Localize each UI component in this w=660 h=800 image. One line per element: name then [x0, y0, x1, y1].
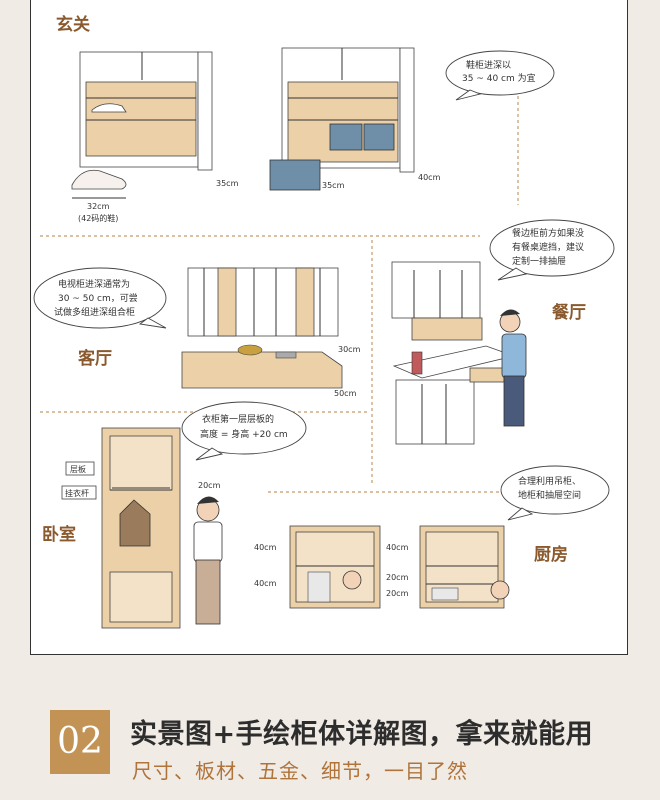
storage-box — [269, 159, 321, 191]
dining-title: 餐厅 — [552, 302, 586, 323]
kitchen-dim-l1: 40cm — [254, 543, 277, 552]
kitchen-cabinet-right — [419, 525, 510, 609]
kitchen-title: 厨房 — [534, 544, 568, 565]
living-bubble-line2: 30 ~ 50 cm，可尝 — [58, 292, 138, 304]
bedroom-speech-bubble — [181, 401, 307, 461]
kitchen-dim-l2: 40cm — [254, 579, 277, 588]
wardrobe — [101, 427, 181, 629]
sideboard — [391, 261, 516, 445]
entry-depth-3: 40cm — [418, 173, 441, 182]
rod-tag — [61, 485, 97, 500]
tv-cabinet — [181, 267, 343, 389]
kitchen-speech-bubble — [500, 465, 610, 521]
bedroom-bubble-line2: 高度 = 身高 +20 cm — [200, 428, 288, 440]
shelf-tag-label: 层板 — [70, 464, 86, 474]
man-figure-bedroom — [193, 496, 223, 625]
living-bubble-line1: 电视柜进深通常为 — [58, 278, 130, 290]
dining-speech-bubble — [489, 219, 615, 281]
rod-tag-label: 挂衣杆 — [65, 488, 89, 498]
living-speech-bubble — [33, 267, 167, 329]
living-bubble-line3: 试做多组进深组合柜 — [54, 306, 135, 318]
kitchen-dim-r1: 40cm — [386, 543, 409, 552]
kitchen-bubble-line1: 合理利用吊柜、 — [518, 475, 581, 487]
plates-icon — [307, 571, 331, 603]
living-dim-a: 30cm — [338, 345, 361, 354]
living-dim-b: 50cm — [334, 389, 357, 398]
footer-title: 实景图+手绘柜体详解图，拿来就能用 — [130, 719, 594, 750]
book-icon — [275, 351, 297, 359]
shelf-tag — [65, 461, 95, 476]
entry-speech-bubble — [445, 50, 555, 101]
kitchen-dim-r2: 20cm — [386, 573, 409, 582]
bedroom-dim: 20cm — [198, 481, 221, 490]
dining-bubble-line2: 有餐桌遮挡，建议 — [512, 241, 584, 253]
shoe-width: 32cm — [87, 202, 110, 211]
entry-bubble-line2: 35 ~ 40 cm 为宜 — [462, 72, 536, 84]
footer-subtitle: 尺寸、板材、五金、细节，一目了然 — [132, 759, 468, 783]
entry-title: 玄关 — [56, 14, 90, 35]
bedroom-title: 卧室 — [42, 524, 76, 545]
jacket-icon — [119, 499, 151, 547]
child-figure — [342, 570, 362, 590]
sneaker-icon — [71, 169, 127, 190]
living-title: 客厅 — [77, 348, 112, 369]
shoe-icon — [91, 103, 127, 113]
shoe-cabinet-left — [71, 51, 213, 199]
storage-box — [363, 123, 395, 151]
bowls-icon — [431, 587, 459, 601]
entry-bubble-line1: 鞋柜进深以 — [466, 59, 511, 71]
kitchen-bubble-line2: 地柜和抽屉空间 — [518, 489, 581, 501]
entry-depth-1: 35cm — [216, 179, 239, 188]
bedroom-bubble-line1: 衣柜第一层层板的 — [202, 413, 274, 425]
kitchen-cabinet-left — [289, 525, 381, 609]
drawer — [469, 367, 505, 383]
footer-band — [0, 660, 660, 800]
blender-icon — [411, 351, 423, 375]
storage-box — [329, 123, 363, 151]
section-number-badge: 02 — [50, 710, 110, 774]
shoe-size: (42码的鞋) — [78, 213, 118, 223]
cabinet-illustration: .ln{stroke:#333;stroke-width:1;fill:none… — [33, 14, 615, 629]
child-figure — [490, 580, 510, 600]
man-figure-dining — [499, 309, 527, 427]
dining-bubble-line3: 定制一排抽屉 — [512, 255, 566, 267]
entry-depth-2: 35cm — [322, 181, 345, 190]
shoe-cabinet-right — [269, 47, 415, 191]
fruit-bowl-icon — [237, 344, 263, 356]
kitchen-dim-r3: 20cm — [386, 589, 409, 598]
dining-bubble-line1: 餐边柜前方如果没 — [512, 227, 584, 239]
